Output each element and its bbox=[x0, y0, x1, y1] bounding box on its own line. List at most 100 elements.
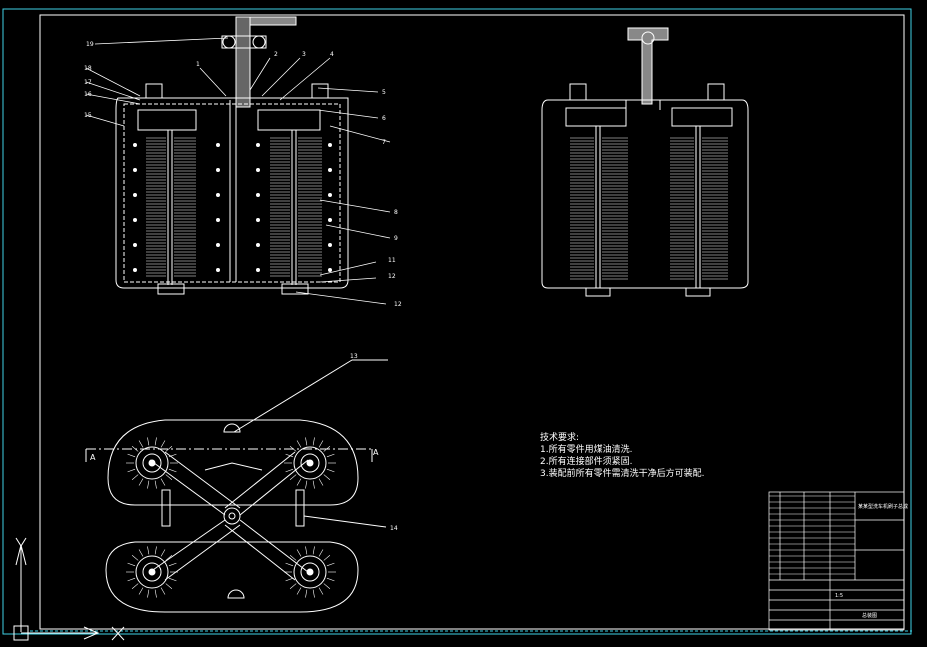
radial-bristle bbox=[318, 587, 324, 595]
radial-bristle bbox=[296, 587, 302, 595]
radial-bristle bbox=[285, 468, 294, 473]
callout-11: 11 bbox=[388, 257, 396, 264]
radial-bristle bbox=[168, 562, 177, 567]
radial-bristle bbox=[285, 562, 294, 567]
radial-bristle bbox=[131, 474, 139, 480]
tech-note-1: 1.所有零件用煤油清洗. bbox=[540, 445, 633, 455]
radial-bristle bbox=[154, 480, 157, 489]
radial-bristle bbox=[326, 468, 335, 473]
callout-13: 13 bbox=[350, 353, 358, 360]
radial-bristle bbox=[138, 549, 144, 557]
callout-7: 7 bbox=[382, 139, 386, 146]
radial-bristle bbox=[296, 440, 302, 448]
radial-bristle bbox=[154, 546, 157, 555]
radial-bristle bbox=[305, 480, 308, 489]
radial-bristle bbox=[289, 446, 297, 452]
side-view bbox=[541, 27, 749, 297]
radial-bristle bbox=[165, 474, 173, 480]
radial-bristle bbox=[154, 589, 157, 598]
section-mark-left: A bbox=[90, 453, 96, 462]
radial-bristle bbox=[131, 555, 139, 561]
radial-bristle bbox=[147, 480, 150, 489]
radial-bristle bbox=[289, 474, 297, 480]
callout-9: 9 bbox=[394, 235, 398, 242]
radial-bristle bbox=[305, 437, 308, 446]
radial-bristle bbox=[160, 440, 166, 448]
callout-5: 5 bbox=[382, 89, 386, 96]
radial-bristle bbox=[296, 549, 302, 557]
drawing-border-inner bbox=[39, 14, 905, 630]
callout-17: 17 bbox=[84, 79, 92, 86]
radial-bristle bbox=[127, 468, 136, 473]
callout-2: 2 bbox=[274, 51, 278, 58]
radial-bristle bbox=[147, 546, 150, 555]
radial-bristle bbox=[323, 555, 331, 561]
radial-bristle bbox=[165, 555, 173, 561]
callout-8: 8 bbox=[394, 209, 398, 216]
tech-note-3: 3.装配前所有零件需清洗干净后方可装配. bbox=[540, 469, 705, 479]
callout-19: 19 bbox=[86, 41, 94, 48]
radial-bristle bbox=[127, 577, 136, 582]
callout-4: 4 bbox=[330, 51, 334, 58]
callout-6: 6 bbox=[382, 115, 386, 122]
radial-bristle bbox=[312, 437, 315, 446]
front-leader-lines bbox=[85, 37, 391, 305]
radial-bristle bbox=[326, 453, 335, 458]
radial-bristle bbox=[131, 446, 139, 452]
front-brush-bristles bbox=[146, 137, 322, 277]
radial-bristle bbox=[165, 583, 173, 589]
callout-1: 1 bbox=[196, 61, 200, 68]
callout-18: 18 bbox=[84, 65, 92, 72]
drawing-border-outer bbox=[2, 8, 912, 635]
front-view-callouts: 19 1 2 3 4 5 6 7 8 9 11 12 12 18 17 16 1… bbox=[84, 41, 402, 308]
top-brush-head-bl bbox=[135, 555, 169, 589]
top-view bbox=[85, 359, 388, 613]
radial-bristle bbox=[160, 549, 166, 557]
top-brush-head-tl bbox=[135, 446, 169, 480]
radial-bristle bbox=[323, 583, 331, 589]
title-block-text: 某某型洗车机刷子总成 1:5 总装图 bbox=[835, 503, 908, 619]
callout-14: 14 bbox=[390, 525, 398, 532]
radial-bristle bbox=[160, 587, 166, 595]
technical-notes: 技术要求: 1.所有零件用煤油清洗. 2.所有连接部件须紧固. 3.装配前所有零… bbox=[540, 432, 704, 480]
top-view-labels: 13 14 A A bbox=[90, 353, 398, 532]
ucs-axis-icon bbox=[13, 537, 125, 641]
drawing-sheet-name: 总装图 bbox=[862, 612, 877, 619]
radial-bristle bbox=[305, 589, 308, 598]
callout-15: 15 bbox=[84, 112, 92, 119]
radial-bristle bbox=[285, 453, 294, 458]
side-brush-bristles bbox=[570, 137, 728, 280]
radial-bristle bbox=[318, 440, 324, 448]
radial-bristle bbox=[138, 478, 144, 486]
radial-bristle bbox=[138, 587, 144, 595]
radial-bristle bbox=[318, 478, 324, 486]
radial-bristle bbox=[312, 480, 315, 489]
top-brush-head-br bbox=[293, 555, 327, 589]
top-brush-bristles bbox=[126, 437, 336, 598]
tech-notes-title: 技术要求: bbox=[540, 433, 580, 443]
radial-bristle bbox=[289, 555, 297, 561]
callout-12b: 12 bbox=[394, 301, 402, 308]
callout-12: 12 bbox=[388, 273, 396, 280]
radial-bristle bbox=[147, 437, 150, 446]
radial-bristle bbox=[168, 577, 177, 582]
radial-bristle bbox=[147, 589, 150, 598]
radial-bristle bbox=[326, 562, 335, 567]
radial-bristle bbox=[296, 478, 302, 486]
radial-bristle bbox=[312, 589, 315, 598]
callout-3: 3 bbox=[302, 51, 306, 58]
radial-bristle bbox=[168, 468, 177, 473]
drawing-scale: 1:5 bbox=[835, 593, 843, 599]
radial-bristle bbox=[160, 478, 166, 486]
tech-note-2: 2.所有连接部件须紧固. bbox=[540, 457, 633, 467]
radial-bristle bbox=[285, 577, 294, 582]
drawing-title: 某某型洗车机刷子总成 bbox=[858, 503, 908, 510]
radial-bristle bbox=[168, 453, 177, 458]
front-view bbox=[85, 16, 391, 305]
section-mark-right: A bbox=[373, 448, 379, 457]
top-brush-head-tr bbox=[293, 446, 327, 480]
radial-bristle bbox=[154, 437, 157, 446]
radial-bristle bbox=[131, 583, 139, 589]
radial-bristle bbox=[289, 583, 297, 589]
